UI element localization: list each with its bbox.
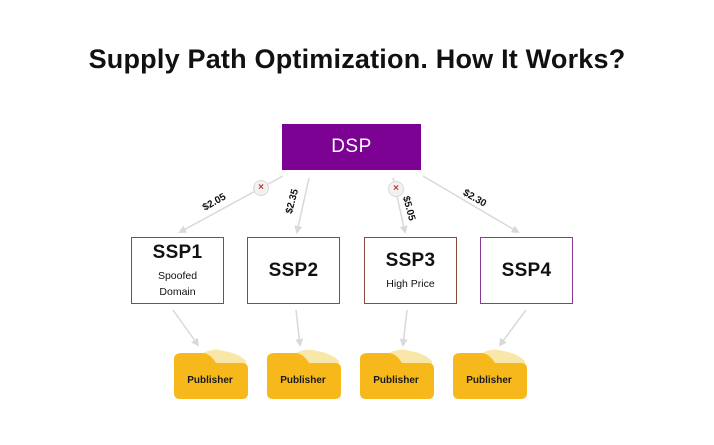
ssp-node-3: SSP3 High Price [364, 237, 457, 304]
publisher-node-2: Publisher [265, 349, 341, 399]
arrow-dsp-ssp4 [422, 175, 520, 234]
folder-icon [360, 349, 434, 399]
folder-icon [174, 349, 248, 399]
close-icon: × [388, 181, 404, 197]
ssp-note: Spoofed Domain [157, 269, 198, 298]
ssp-node-2: SSP2 [247, 237, 340, 304]
diagram-title: Supply Path Optimization. How It Works? [88, 44, 626, 74]
arrow-dsp-ssp2 [294, 177, 310, 234]
publisher-label: Publisher [466, 375, 512, 386]
publisher-label: Publisher [187, 375, 233, 386]
ssp-name: SSP1 [152, 241, 203, 263]
dsp-label: DSP [331, 136, 372, 157]
ssp-name: SSP3 [385, 249, 436, 271]
publisher-node-3: Publisher [358, 349, 434, 399]
ssp-name: SSP2 [268, 259, 319, 281]
close-icon: × [253, 180, 269, 196]
arrow-ssp1-publisher [172, 309, 200, 347]
ssp-node-1: SSP1 Spoofed Domain [131, 237, 224, 304]
folder-icon [453, 349, 527, 399]
ssp-name: SSP4 [501, 259, 552, 281]
dsp-node: DSP [282, 124, 421, 170]
publisher-node-4: Publisher [451, 349, 527, 399]
arrow-ssp4-publisher [498, 309, 527, 347]
arrow-ssp3-publisher [399, 309, 408, 347]
publisher-label: Publisher [373, 375, 419, 386]
arrow-ssp2-publisher [295, 309, 304, 347]
ssp-note: High Price [386, 277, 435, 290]
publisher-node-1: Publisher [172, 349, 248, 399]
folder-icon [267, 349, 341, 399]
publisher-label: Publisher [280, 375, 326, 386]
ssp-node-4: SSP4 [480, 237, 573, 304]
